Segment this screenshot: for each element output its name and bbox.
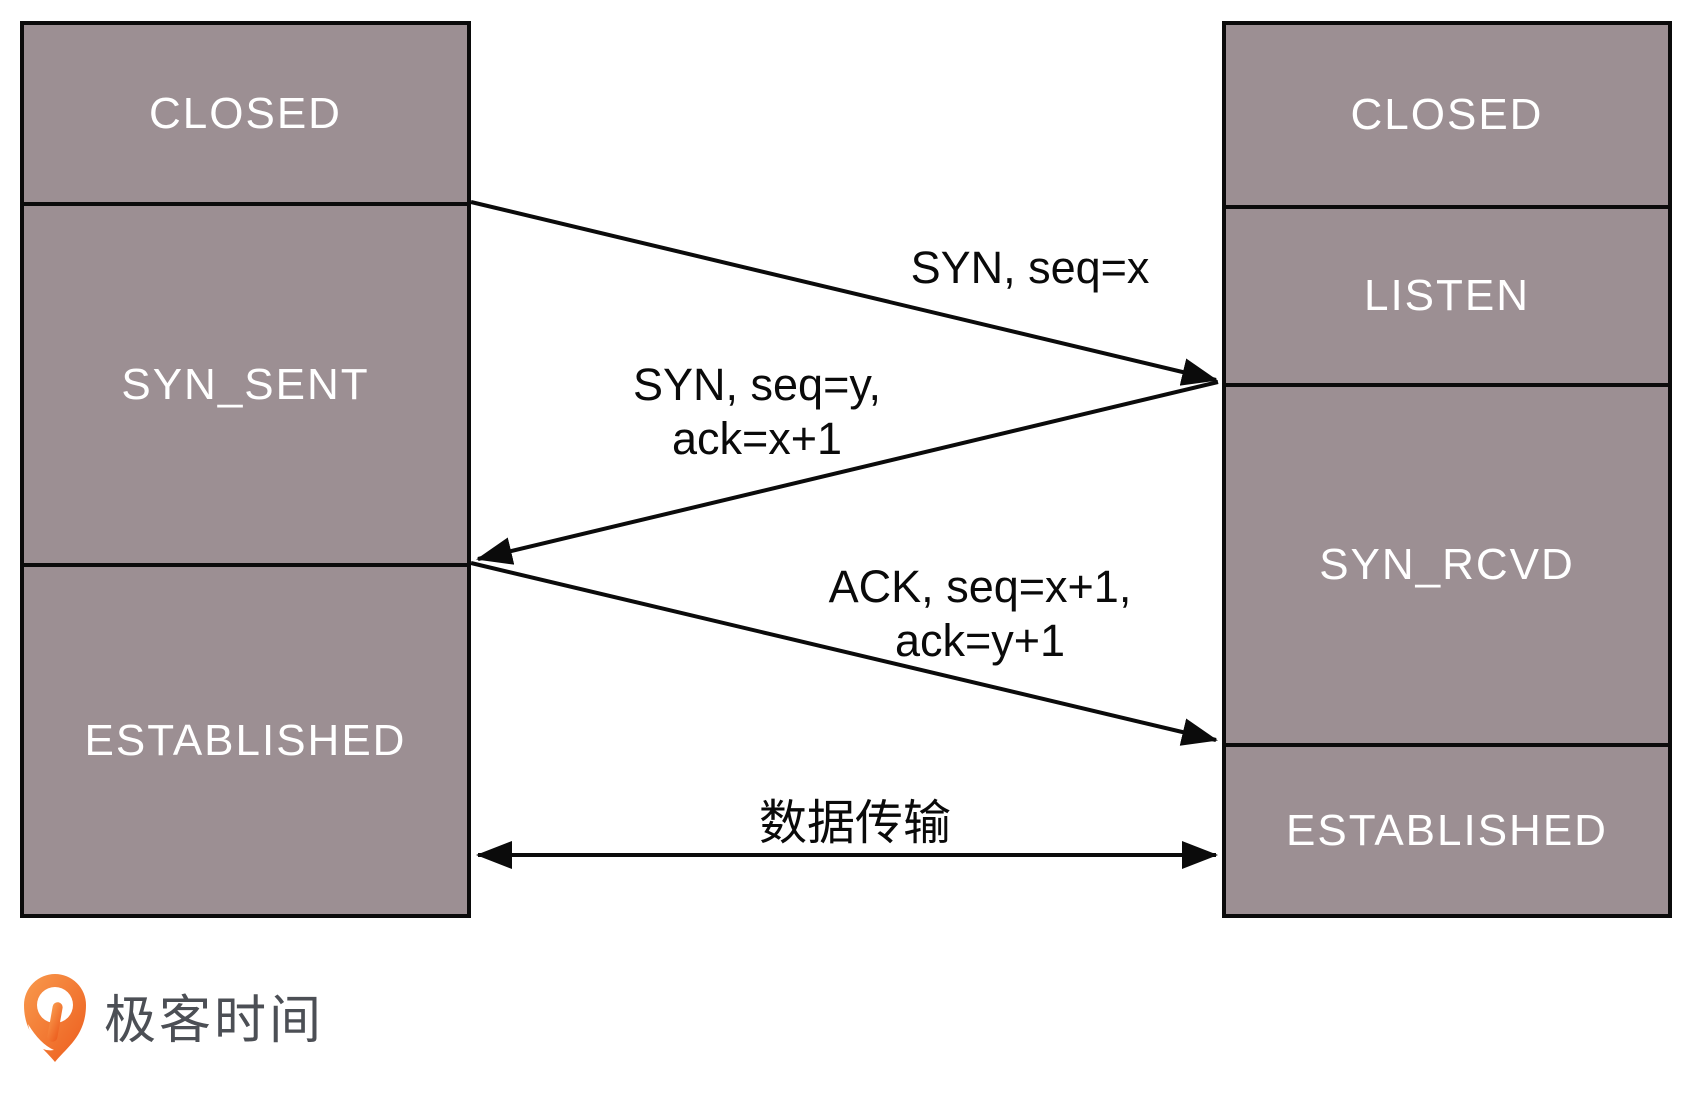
message-label-syn-ack: SYN, seq=y, ack=x+1 (633, 358, 881, 466)
message-label-ack: ACK, seq=x+1, ack=y+1 (829, 560, 1132, 668)
message-line: SYN, seq=x (910, 242, 1150, 293)
server-state-column: CLOSED LISTEN SYN_RCVD ESTABLISHED (1222, 21, 1672, 918)
state-label: ESTABLISHED (1286, 805, 1608, 855)
client-state-closed: CLOSED (24, 25, 467, 202)
message-line: 数据传输 (758, 797, 952, 851)
message-line: ack=y+1 (894, 615, 1066, 666)
state-label: CLOSED (1350, 90, 1544, 139)
client-state-column: CLOSED SYN_SENT ESTABLISHED (20, 21, 471, 918)
server-state-listen: LISTEN (1226, 205, 1668, 383)
message-line: SYN, seq=y, (632, 359, 882, 410)
geektime-logo: 极客时间 (24, 972, 324, 1064)
geektime-logo-text: 极客时间 (104, 992, 325, 1050)
client-state-syn-sent: SYN_SENT (24, 202, 467, 563)
state-label: CLOSED (149, 88, 342, 138)
state-label: SYN_RCVD (1319, 540, 1575, 589)
client-state-established: ESTABLISHED (24, 563, 467, 914)
message-label-data-transfer: 数据传输 (759, 795, 951, 853)
server-state-closed: CLOSED (1226, 25, 1668, 205)
server-state-syn-rcvd: SYN_RCVD (1226, 383, 1668, 743)
message-line: ACK, seq=x+1, (828, 561, 1132, 612)
state-label: SYN_SENT (121, 359, 370, 409)
geektime-logo-icon (24, 974, 86, 1062)
state-label: ESTABLISHED (84, 715, 407, 765)
server-state-established: ESTABLISHED (1226, 743, 1668, 914)
message-label-syn: SYN, seq=x (911, 241, 1150, 295)
message-line: ack=x+1 (671, 413, 843, 464)
state-label: LISTEN (1363, 271, 1531, 320)
